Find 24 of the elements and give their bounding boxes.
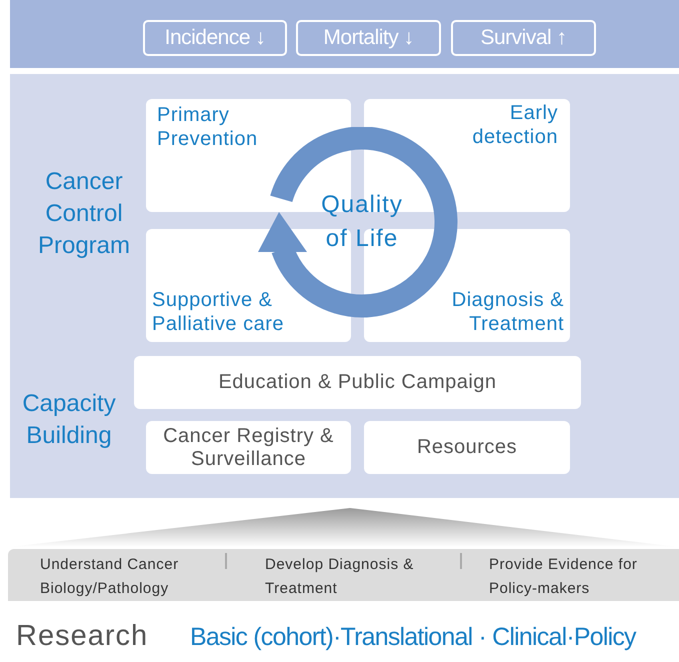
box-label: Education & Public Campaign bbox=[218, 371, 497, 394]
research-goal: Develop Diagnosis & Treatment bbox=[265, 555, 415, 599]
center-label: Quality of Life bbox=[320, 190, 404, 254]
box-label: Primary Prevention bbox=[157, 103, 259, 151]
box-label: Cancer Registry & Surveillance bbox=[162, 424, 335, 470]
capacity-box bbox=[364, 421, 570, 474]
capacity-box bbox=[146, 421, 351, 474]
research-title: Research bbox=[16, 619, 150, 654]
section-title: Cancer Control Program bbox=[36, 167, 132, 261]
box-label: Supportive & Palliative care bbox=[152, 288, 286, 336]
box-label: Resources bbox=[416, 436, 518, 459]
capacity-box bbox=[134, 356, 581, 409]
indicator-box bbox=[296, 20, 441, 56]
indicator-box bbox=[451, 20, 596, 56]
box-label: Diagnosis & Treatment bbox=[450, 288, 564, 336]
research-goal: Provide Evidence for Policy-makers bbox=[489, 555, 638, 599]
box-label: Survival ↑ bbox=[480, 25, 567, 52]
box-label: Mortality ↓ bbox=[323, 25, 414, 52]
research-types: Basic (cohort)·Translational · Clinical·Policy bbox=[190, 622, 638, 653]
research-goal: Understand Cancer Biology/Pathology bbox=[40, 555, 180, 599]
section-title: Capacity Building bbox=[21, 389, 117, 451]
box-label: Early detection bbox=[471, 101, 558, 149]
indicator-box bbox=[143, 20, 287, 56]
box-label: Incidence ↓ bbox=[164, 25, 266, 52]
